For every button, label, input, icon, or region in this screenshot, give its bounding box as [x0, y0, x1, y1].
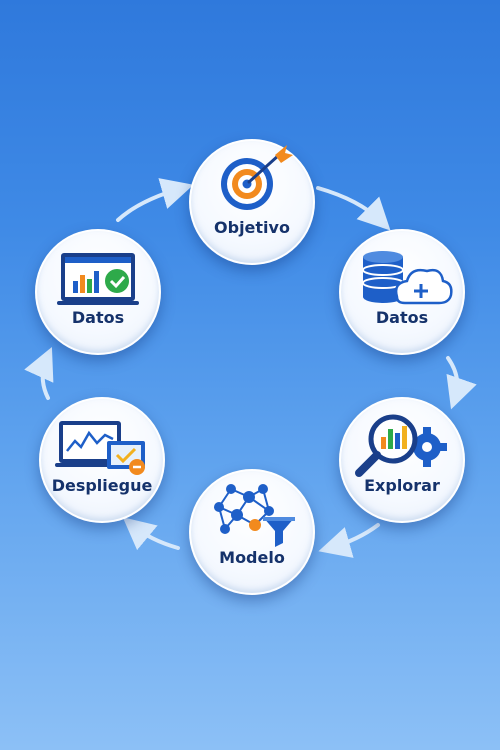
node-modelo: Modelo — [189, 469, 315, 595]
node-label-despliegue: Despliegue — [51, 476, 153, 495]
node-label-objetivo: Objetivo — [214, 218, 290, 237]
arrow-objetivo-to-datos — [316, 186, 391, 231]
arrow-datos-to-objetivo — [116, 178, 194, 222]
laptop-check-icon — [57, 253, 139, 305]
database-cloud-icon — [362, 251, 453, 305]
arrow-explorar-to-modelo — [318, 523, 380, 558]
node-label-datos-right: Datos — [375, 308, 429, 327]
target-icon — [221, 145, 293, 210]
arrow-datos-to-explorar — [446, 356, 477, 410]
node-despliegue: Despliegue — [39, 397, 165, 523]
node-explorar: Explorar — [339, 397, 465, 523]
node-objetivo: Objetivo — [189, 139, 315, 265]
node-datos-left: Datos — [35, 229, 161, 355]
node-label-explorar: Explorar — [364, 476, 440, 495]
arrow-modelo-to-despliegue — [122, 517, 180, 551]
magnifier-gear-icon — [355, 414, 447, 477]
node-datos-right: Datos — [339, 229, 465, 355]
arrow-despliegue-to-datos — [24, 347, 54, 400]
network-funnel-icon — [214, 484, 295, 547]
monitor-chart-icon — [55, 421, 145, 475]
node-label-datos-left: Datos — [71, 308, 125, 327]
node-label-modelo: Modelo — [219, 548, 285, 567]
